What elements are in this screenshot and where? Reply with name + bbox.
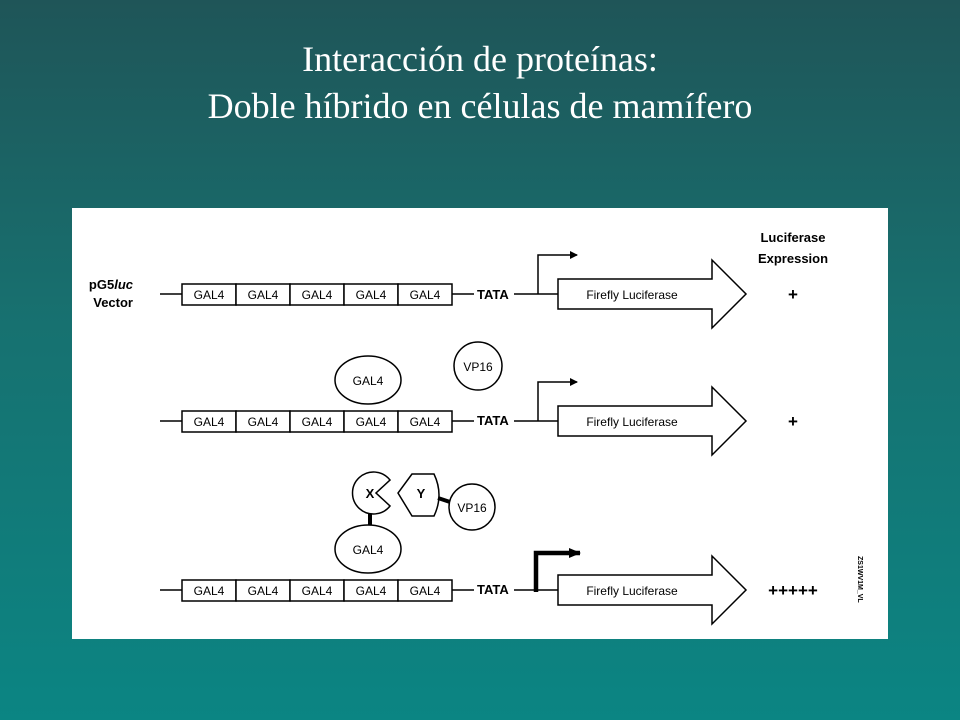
reporter-gene-arrow	[557, 385, 748, 457]
vp16-activation-domain	[453, 341, 503, 391]
gal4-site-label: GAL4	[248, 288, 279, 302]
expression-header-line1: Luciferase	[760, 230, 825, 245]
tata-box-label: TATA	[477, 287, 509, 302]
gal4-site-label: GAL4	[194, 288, 225, 302]
gal4-site-label: GAL4	[410, 288, 441, 302]
gal4-binding-domain	[334, 524, 402, 574]
two-hybrid-diagram: Luciferase Expression pG5luc Vector GAL4…	[89, 230, 863, 626]
vp16-activation-domain	[448, 483, 496, 531]
title-line-2: Doble híbrido en células de mamífero	[207, 86, 753, 126]
gal4-site-array: GAL4 GAL4 GAL4 GAL4 GAL4	[181, 410, 453, 433]
transcription-start-arrow-strong	[533, 548, 581, 592]
gal4-site-label: GAL4	[302, 415, 333, 429]
gal4-site-label: GAL4	[194, 415, 225, 429]
construct-row-2: GAL4 VP16 GAL4 GAL4 GAL4 GAL4 GAL4 TATA …	[160, 341, 798, 457]
tata-box-label: TATA	[477, 582, 509, 597]
figure-code: ZS1WV1M_VL	[856, 556, 863, 603]
reporter-gene-label: Firefly Luciferase	[586, 288, 678, 302]
gal4-site-label: GAL4	[356, 584, 387, 598]
expression-header-line2: Expression	[758, 251, 828, 266]
transcription-start-arrow	[537, 251, 578, 294]
gal4-binding-domain-label: GAL4	[353, 543, 384, 557]
gal4-binding-domain	[334, 355, 402, 405]
reporter-gene-label: Firefly Luciferase	[586, 584, 678, 598]
gal4-site-label: GAL4	[410, 584, 441, 598]
gal4-site-array: GAL4 GAL4 GAL4 GAL4 GAL4	[181, 579, 453, 602]
reporter-gene-arrow	[557, 554, 748, 626]
gal4-site-label: GAL4	[356, 288, 387, 302]
gal4-site-label: GAL4	[194, 584, 225, 598]
gal4-site-label: GAL4	[410, 415, 441, 429]
expression-level: +	[788, 412, 798, 431]
gal4-site-label: GAL4	[248, 584, 279, 598]
gal4-site-label: GAL4	[248, 415, 279, 429]
vector-label-line1: pG5luc	[89, 277, 134, 292]
gal4-site-label: GAL4	[302, 288, 333, 302]
transcription-start-arrow	[537, 378, 578, 421]
title-line-1: Interacción de proteínas:	[302, 39, 658, 79]
tata-box-label: TATA	[477, 413, 509, 428]
vp16-activation-domain-label: VP16	[457, 501, 487, 515]
gal4-site-label: GAL4	[302, 584, 333, 598]
expression-level: +++++	[768, 581, 818, 600]
reporter-gene-label: Firefly Luciferase	[586, 415, 678, 429]
gal4-site-array: GAL4 GAL4 GAL4 GAL4 GAL4	[181, 283, 453, 306]
expression-level: +	[788, 285, 798, 304]
protein-y-label: Y	[417, 486, 426, 501]
gal4-binding-domain-label: GAL4	[353, 374, 384, 388]
construct-row-1: GAL4 GAL4 GAL4 GAL4 GAL4 TATA Firefly Lu…	[160, 251, 798, 330]
reporter-gene-arrow	[557, 258, 748, 330]
gal4-site-label: GAL4	[356, 415, 387, 429]
vp16-activation-domain-label: VP16	[463, 360, 493, 374]
construct-row-3: X Y VP16 GAL4 GAL4 GAL4 GAL4 GAL4 GAL4 T…	[160, 471, 818, 626]
protein-x-label: X	[366, 486, 375, 501]
protein-x	[351, 471, 392, 515]
fusion-linker	[437, 496, 451, 504]
slide-title: Interacción de proteínas: Doble híbrido …	[0, 36, 960, 130]
diagram-panel: Luciferase Expression pG5luc Vector GAL4…	[72, 208, 888, 639]
vector-label-line2: Vector	[93, 295, 133, 310]
